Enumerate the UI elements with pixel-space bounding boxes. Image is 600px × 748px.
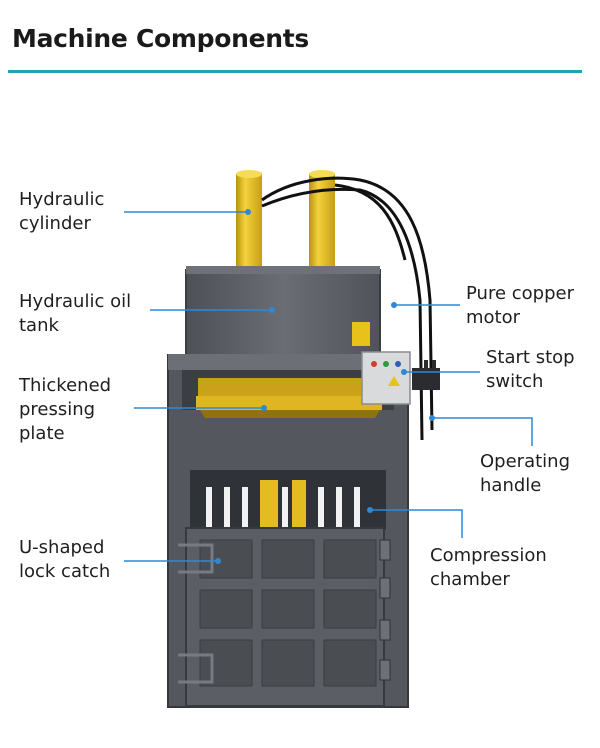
leader-lines [124,211,533,562]
label-compression-chamber: Compression chamber [430,545,547,590]
label-operating-handle: Operating handle [480,451,570,496]
page-title: Machine Components [12,24,310,53]
label-start-stop-switch: Start stop switch [486,347,575,392]
label-hydraulic-cylinder: Hydraulic cylinder [19,189,105,234]
label-thickened-pressing-plate: Thickened pressing plate [19,375,112,444]
label-pure-copper-motor: Pure copper motor [466,283,574,328]
label-hydraulic-oil-tank: Hydraulic oil tank [19,291,132,336]
hydraulic-hoses [261,176,434,441]
oil-tank [185,266,381,357]
valve-block [412,360,440,390]
front-door [178,527,391,707]
pressing-plate [196,378,382,418]
control-box [361,351,411,405]
label-u-shaped-lock-catch: U-shaped lock catch [19,537,111,582]
hydraulic-cylinders [236,170,335,273]
leader-dots [215,209,435,564]
title-underline [8,70,582,73]
compression-chamber-bars [190,470,386,530]
